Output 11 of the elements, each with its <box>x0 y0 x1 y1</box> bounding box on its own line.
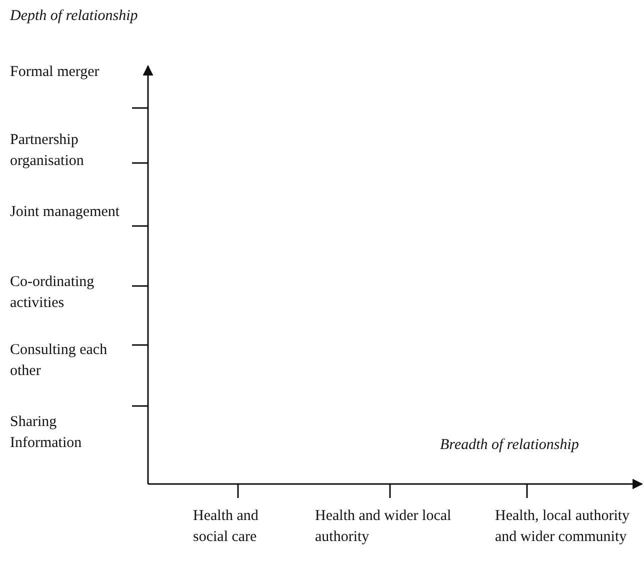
axis-tick-label: Health and social care <box>193 507 260 547</box>
axis-tick-label: Health and wider local authority <box>315 507 452 547</box>
axis-tick-label: Health, local authority and wider community <box>495 507 631 547</box>
axis-tick-label: Partnership organisation <box>10 131 85 171</box>
axis-tick-label: Sharing Information <box>10 413 83 453</box>
axis-tick-label: Joint management <box>10 203 120 222</box>
axis-title: Depth of relationship <box>10 7 139 26</box>
axis-tick-label: Formal merger <box>10 63 100 82</box>
axis-tick-label: Consulting each other <box>10 341 108 381</box>
axis-tick-label: Co-ordinating activities <box>10 273 96 313</box>
axis-title: Breadth of relationship <box>440 436 580 455</box>
